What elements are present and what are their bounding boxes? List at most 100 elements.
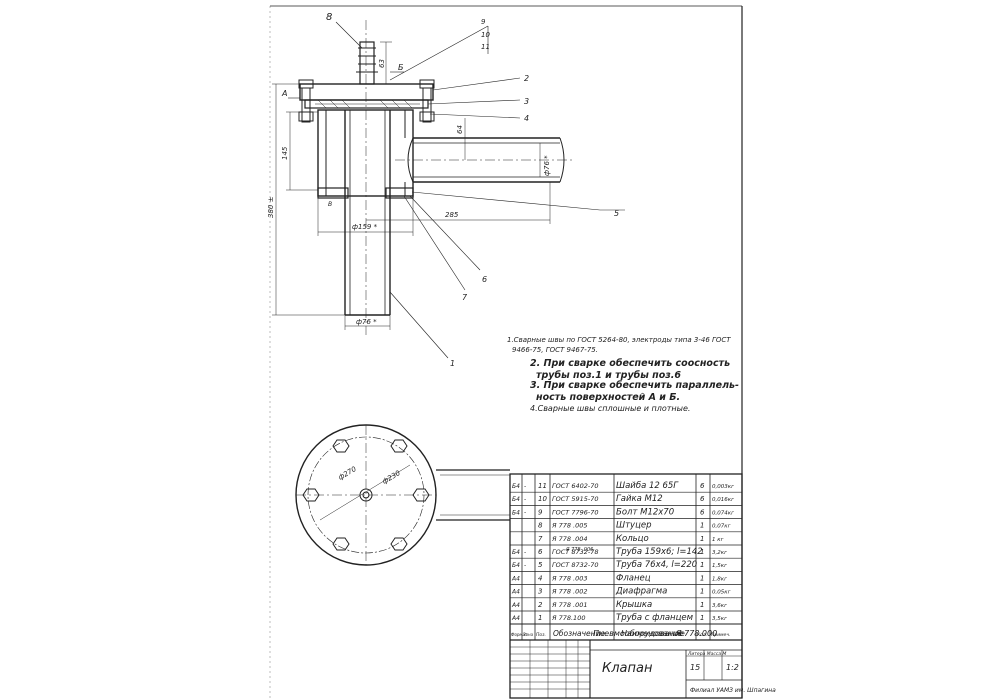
bom-cell-mass: 3,6кг: [712, 603, 727, 609]
drawing-title: Клапан: [602, 661, 653, 676]
bom-cell-des: Я 778 .003: [551, 574, 588, 582]
bom-cell-qty: 1: [700, 522, 704, 530]
bom-cell-des: ГОСТ 8732-78: [552, 548, 598, 556]
bom-cell-qty: 6: [700, 508, 705, 516]
bom-header-qty: Кол.: [697, 632, 707, 638]
bom-cell-qty: 6: [700, 495, 705, 503]
bom-header-zone: Зона: [523, 632, 534, 637]
bom-header-mass: Примеч.: [711, 632, 730, 638]
bom-cell-fmt: А4: [511, 575, 520, 582]
dim-230: ф230: [381, 469, 402, 486]
bom-header-name: Наименование: [621, 629, 683, 638]
bom-header-fmt: Формат: [511, 632, 528, 637]
bom-cell-des: ГОСТ 6402-70: [552, 482, 598, 490]
bom-cell-mass: 0,016кг: [712, 497, 734, 503]
bom-cell-qty: 1: [700, 548, 704, 556]
bom-header-pos: Поз.: [536, 632, 546, 638]
callout-7: 7: [462, 293, 468, 302]
callout-1: 1: [450, 359, 455, 368]
bom-cell-pos: 8: [538, 522, 543, 530]
callout-2: 2: [524, 74, 529, 83]
callout-9: 9: [481, 18, 486, 26]
bom-cell-qty: 1: [700, 535, 704, 543]
bom-cell-name: Труба 76х4, l=220: [616, 560, 697, 570]
callout-8: 8: [326, 12, 332, 23]
bom-cell-mass: 0,07кг: [712, 524, 731, 530]
dim-76-bottom: ф76 *: [356, 318, 377, 326]
dim-159: ф159 *: [352, 223, 378, 231]
note-3b: ность поверхностей А и Б.: [536, 392, 681, 403]
bom-cell-fmt: А4: [511, 615, 520, 622]
bom-cell-des: ГОСТ 5915-70: [552, 495, 598, 503]
drawing-assembly: Пневмооборудование: [593, 629, 685, 638]
bom-cell-fmt: Б4: [512, 483, 520, 490]
callout-10: 10: [481, 31, 490, 39]
bom-cell-mass: 0,05кг: [712, 590, 731, 596]
bom-cell-mass: 3,2кг: [712, 550, 727, 556]
dim-145: 145: [281, 146, 289, 160]
bom-cell-name: Труба 159х6; l=142: [616, 547, 703, 557]
bom-cell-des: Я 778.100: [551, 614, 585, 622]
bom-cell-pos: 3: [538, 588, 542, 596]
bom-cell-mass: 1 кг: [712, 537, 724, 543]
bom-cell-pos: 11: [538, 482, 547, 490]
bom-cell-des: ГОСТ 7796-70: [552, 508, 598, 516]
note-4: 4.Сварные швы сплошные и плотные.: [530, 404, 691, 413]
bom-cell-zone: -: [524, 496, 526, 503]
dim-285: 285: [445, 211, 459, 219]
bom-header-des: Обозначение: [553, 629, 605, 638]
bom-cell-qty: 1: [700, 588, 704, 596]
bom-cell-pos: 1: [538, 614, 542, 622]
dim-380: 380 ±: [267, 196, 275, 218]
bom-cell-zone: -: [524, 483, 526, 490]
bom-cell-mass: 1,8кг: [712, 576, 727, 582]
bom-cell-fmt: Б4: [512, 562, 520, 569]
bom-cell-qty: 6: [700, 482, 705, 490]
bom-cell-fmt: Б4: [512, 509, 520, 516]
bom-cell-pos: 5: [538, 561, 543, 569]
bom-cell-des: ГОСТ 8732-70: [552, 561, 598, 569]
bom-cell-qty: 1: [700, 614, 704, 622]
bom-cell-name: Гайка М12: [616, 494, 663, 504]
bom-cell-fmt: Б4: [512, 549, 520, 556]
bom-cell-pos: 4: [538, 574, 542, 582]
bom-cell-name: Штуцер: [616, 521, 651, 531]
bom-cell-pos: 10: [538, 495, 547, 503]
bom-cell-qty: 1: [700, 601, 704, 609]
bom-overstrike: Я 778 .006: [565, 547, 593, 553]
dim-63: 63: [378, 59, 386, 68]
bom-cell-mass: 1,5кг: [712, 563, 727, 569]
note-3a: 3. При сварке обеспечить параллель-: [530, 380, 739, 391]
bom-cell-name: Крышка: [616, 600, 652, 610]
drawing-scale: 1:2: [726, 663, 739, 672]
bom-cell-fmt: А4: [511, 589, 520, 596]
bom-cell-name: Труба с фланцем: [616, 613, 694, 623]
note-2a: 2. При сварке обеспечить соосность: [530, 358, 731, 369]
bom-cell-name: Болт М12х70: [616, 507, 674, 517]
note-1b: 9466-75, ГОСТ 9467-75.: [512, 346, 598, 354]
callout-5: 5: [614, 209, 619, 218]
bom-cell-mass: 0,003кг: [712, 484, 734, 490]
dim-76-side: ф76 *: [543, 155, 551, 176]
bom-cell-name: Шайба 12 65Г: [616, 481, 679, 491]
bom-cell-fmt: Б4: [512, 496, 520, 503]
callout-B: Б: [398, 63, 404, 72]
bom-cell-name: Кольцо: [616, 534, 649, 544]
bom-cell-mass: 3,5кг: [712, 616, 727, 622]
bom-cell-des: Я 778 .004: [551, 535, 588, 543]
drawing-designation: Я 778.000: [675, 629, 717, 638]
note-2b: трубы поз.1 и трубы поз.6: [536, 370, 681, 381]
bom-cell-pos: 9: [538, 508, 543, 516]
dim-270: ф270: [337, 465, 358, 482]
bom-cell-qty: 1: [700, 574, 704, 582]
callout-6: 6: [482, 275, 487, 284]
organization: Филиал УАМЗ им. Шпагина: [690, 687, 776, 694]
callout-11: 11: [481, 43, 490, 51]
bom-cell-qty: 1: [700, 561, 704, 569]
bom-cell-des: Я 778 .001: [551, 601, 588, 609]
bom-cell-name: Фланец: [616, 573, 651, 583]
frame-label: Литера Масса М: [687, 651, 727, 657]
bom-cell-pos: 2: [538, 601, 543, 609]
bom-cell-zone: -: [524, 549, 526, 556]
